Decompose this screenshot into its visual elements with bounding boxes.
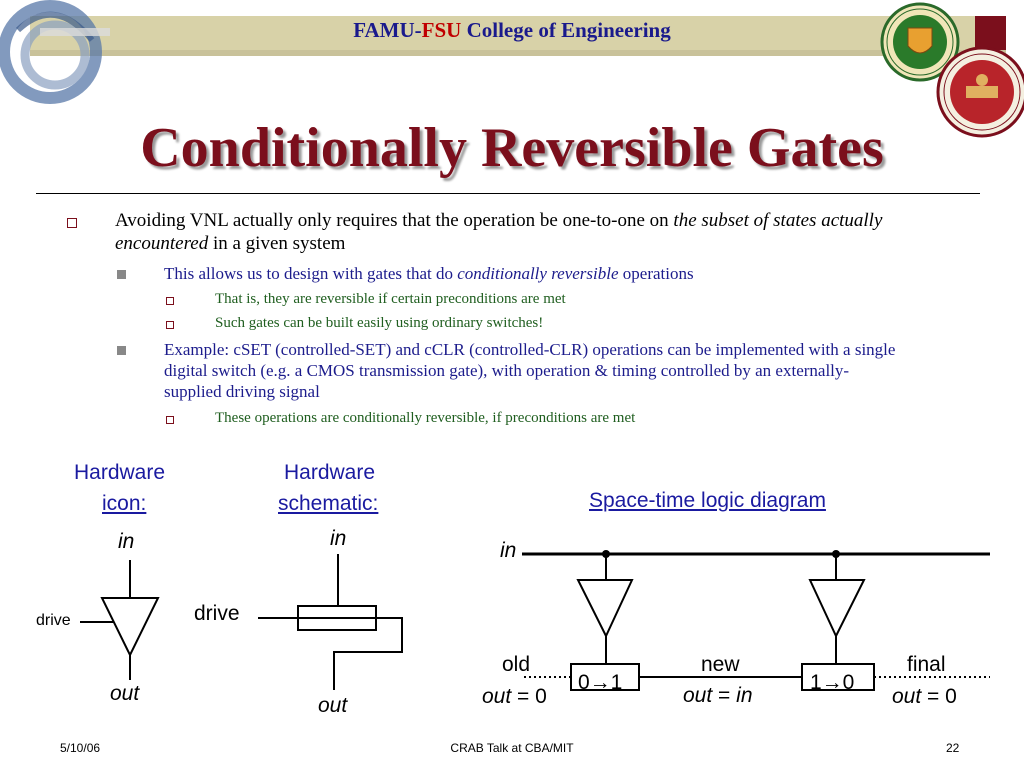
bullet-4: Such gates can be built easily using ord…: [215, 315, 544, 331]
bullet-2-post: operations: [618, 264, 694, 283]
st-old-out: out: [482, 685, 512, 708]
st-new-value: out = in: [683, 684, 753, 708]
hw-icon-label-2: icon:: [102, 492, 147, 515]
fsu-seal-logo: [936, 46, 1024, 138]
bullet-2: This allows us to design with gates that…: [164, 263, 944, 284]
bullet-1-pre: Avoiding VNL actually only requires that…: [115, 210, 674, 231]
icon-buffer-triangle: [100, 597, 160, 658]
schem-out-label: out: [318, 694, 348, 717]
bullet-marker-1: [67, 218, 77, 228]
schem-in-label: in: [330, 527, 347, 550]
bullet-2-italic: conditionally reversible: [457, 264, 619, 283]
st-final-value: out = 0: [892, 685, 957, 709]
bullet-marker-5: [117, 346, 126, 355]
icon-drive-label: drive: [36, 612, 71, 629]
header-college: College of Engineering: [466, 18, 671, 42]
title-divider: [36, 193, 980, 194]
icon-in-label: in: [118, 530, 135, 553]
st-box-1-label: 0→1: [578, 671, 623, 694]
bullet-5: Example: cSET (controlled-SET) and cCLR …: [164, 340, 896, 401]
st-buffer-2: [808, 579, 866, 639]
st-buffer-1: [576, 579, 634, 639]
hardware-icon-diagram: [80, 560, 160, 680]
bullet-1: Avoiding VNL actually only requires that…: [115, 209, 915, 255]
bullet-marker-2: [117, 270, 126, 279]
hw-icon-label-1: Hardware: [74, 461, 166, 484]
bullet-6: These operations are conditionally rever…: [215, 410, 636, 426]
page-title: Conditionally Reversible Gates: [140, 117, 884, 179]
hw-schematic-label-1: Hardware: [284, 461, 376, 484]
spacetime-diagram: [522, 550, 990, 691]
st-final-eq: = 0: [927, 685, 957, 708]
st-box-2-label: 1→0: [810, 671, 855, 694]
st-box-1: [570, 663, 640, 691]
bullet-marker-4: [166, 321, 174, 329]
footer-page-number: 22: [946, 741, 960, 755]
bullet-3: That is, they are reversible if certain …: [215, 291, 566, 307]
header-title: FAMU-FSU College of Engineering: [0, 16, 1024, 44]
icon-out-label: out: [110, 682, 140, 705]
st-old-label: old: [502, 653, 531, 676]
st-new-label: new: [701, 653, 740, 676]
st-new-eq: =: [718, 684, 731, 707]
bullet-marker-3: [166, 297, 174, 305]
header-dash: -: [414, 18, 422, 42]
spacetime-label: Space-time logic diagram: [589, 489, 826, 512]
hardware-schematic-diagram: [258, 554, 403, 690]
footer-date: 5/10/06: [60, 741, 101, 755]
schem-drive-label: drive: [194, 602, 240, 625]
hw-schematic-label-2: schematic:: [278, 492, 379, 515]
bullet-1-italic: the subset of states actually encountere…: [115, 210, 883, 254]
header-famu: FAMU: [353, 18, 415, 42]
st-final-out: out: [892, 685, 922, 708]
st-new-in: in: [736, 684, 753, 707]
header-red-stripes: [30, 16, 1006, 56]
st-in-label: in: [500, 539, 517, 562]
st-new-out: out: [683, 684, 713, 707]
bullet-1-post: in a given system: [208, 233, 346, 254]
footer-center: CRAB Talk at CBA/MIT: [450, 741, 574, 755]
schem-out-path: [333, 617, 403, 690]
bullet-2-pre: This allows us to design with gates that…: [164, 264, 458, 283]
famu-seal-logo: [880, 2, 960, 82]
bullet-marker-6: [166, 416, 174, 424]
header-fsu: FSU: [421, 18, 462, 42]
st-old-value: out = 0: [482, 685, 547, 709]
st-old-eq: = 0: [517, 685, 547, 708]
st-final-label: final: [907, 653, 946, 676]
famu-fsu-swirl-logo: [0, 0, 110, 104]
